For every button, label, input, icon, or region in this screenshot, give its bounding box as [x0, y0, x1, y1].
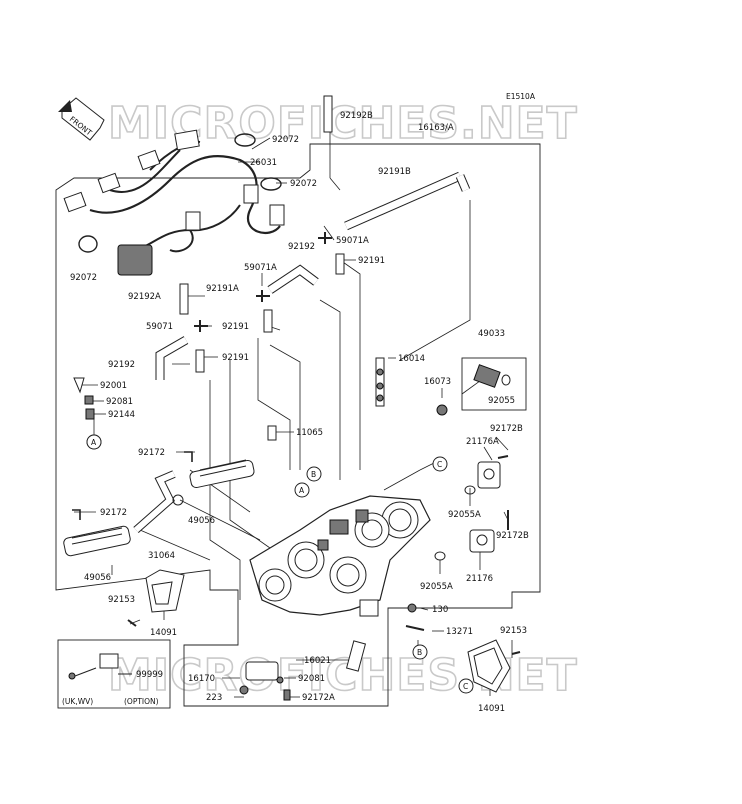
label-49033: 49033 — [478, 329, 505, 339]
label-16014: 16014 — [398, 354, 425, 364]
part-number-labels: 92192B 16163/A 92072 26031 92072 92191B … — [70, 111, 529, 714]
label-92081-lower: 92081 — [298, 674, 325, 684]
label-59071A-mid: 59071A — [244, 263, 277, 273]
throttle-sensors — [434, 455, 509, 561]
label-21176: 21176 — [466, 574, 493, 584]
label-92172-lower: 92172 — [100, 508, 127, 518]
label-92172-upper: 92172 — [138, 448, 165, 458]
label-92072-mid: 92072 — [290, 179, 317, 189]
label-49056-upper: 49056 — [188, 516, 215, 526]
label-26031: 26031 — [250, 158, 277, 168]
label-92055A-lower: 92055A — [420, 582, 453, 592]
fuel-rail-upper — [184, 451, 255, 489]
label-92153-left: 92153 — [108, 595, 135, 605]
label-16073: 16073 — [424, 377, 451, 387]
label-223: 223 — [206, 693, 222, 703]
label-130: 130 — [432, 605, 448, 615]
label-92072-top: 92072 — [272, 135, 299, 145]
vacuum-hoses — [155, 95, 471, 441]
callout-c-right: C — [463, 682, 468, 691]
sensor-16021 — [127, 603, 521, 701]
label-13271: 13271 — [446, 627, 473, 637]
label-92191-mid: 92191 — [222, 322, 249, 332]
callout-b-mid: B — [311, 470, 316, 479]
label-16163A: 16163/A — [418, 123, 454, 133]
label-92055: 92055 — [488, 396, 515, 406]
callout-a-mid: A — [299, 486, 305, 495]
label-92192A: 92192A — [128, 292, 161, 302]
label-21176A: 21176A — [466, 437, 499, 447]
label-92153-right: 92153 — [500, 626, 527, 636]
sensor-49033-box — [436, 357, 527, 416]
option-box: 99999 (UK,WV) (OPTION) — [57, 639, 171, 709]
label-92055A-upper: 92055A — [448, 510, 481, 520]
label-31064: 31064 — [148, 551, 175, 561]
label-92192B: 92192B — [340, 111, 373, 121]
callout-markers: A A B B C C — [86, 434, 474, 694]
diagram-ref-code: E1510A — [506, 92, 536, 101]
option-note: (OPTION) — [124, 697, 159, 706]
label-92144: 92144 — [108, 410, 135, 420]
watermark-bottom: MICROFICHES.NET — [108, 650, 578, 701]
callout-a-left: A — [91, 438, 97, 447]
label-59071: 59071 — [146, 322, 173, 332]
label-14091-right: 14091 — [478, 704, 505, 714]
label-92191-left: 92191 — [222, 353, 249, 363]
label-92172B-upper: 92172B — [490, 424, 523, 434]
option-part-number: 99999 — [136, 670, 163, 680]
label-11065: 11065 — [296, 428, 323, 438]
label-92072-left: 92072 — [70, 273, 97, 283]
label-16170: 16170 — [188, 674, 215, 684]
label-92191B: 92191B — [378, 167, 411, 177]
label-92172A: 92172A — [302, 693, 335, 703]
option-region-note: (UK,WV) — [62, 697, 93, 706]
label-92191A: 92191A — [206, 284, 239, 294]
label-92192-left: 92192 — [108, 360, 135, 370]
label-92081-upper: 92081 — [106, 397, 133, 407]
label-92191-right: 92191 — [358, 256, 385, 266]
label-16021: 16021 — [304, 656, 331, 666]
label-49056-lower: 49056 — [84, 573, 111, 583]
cover-14091-right — [467, 639, 511, 693]
label-92001: 92001 — [100, 381, 127, 391]
wiring-harness — [63, 129, 285, 276]
throttle-body-assembly — [249, 495, 431, 617]
fuel-rail-lower — [63, 509, 131, 557]
label-59071A-right: 59071A — [336, 236, 369, 246]
label-92172B-lower: 92172B — [496, 531, 529, 541]
callout-b-right: B — [417, 648, 422, 657]
clamp-92072-icons — [78, 133, 282, 253]
label-92192-right: 92192 — [288, 242, 315, 252]
assembly-frame — [55, 143, 541, 707]
screw-set-16014 — [375, 357, 385, 407]
cover-14091-left — [145, 569, 185, 613]
label-14091-left: 14091 — [150, 628, 177, 638]
fuel-pipe-31064 — [133, 470, 184, 533]
callout-c-mid: C — [437, 460, 442, 469]
front-arrow-icon: FRONT — [58, 97, 105, 141]
